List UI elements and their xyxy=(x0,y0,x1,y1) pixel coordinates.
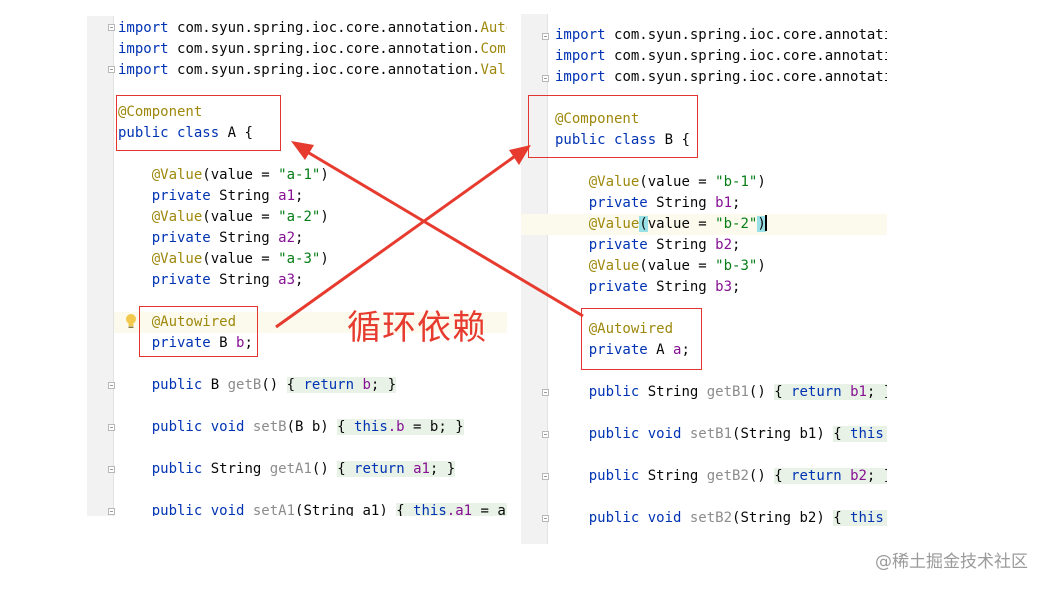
field-declaration: private String a1; xyxy=(151,188,304,204)
fold-marker-icon[interactable] xyxy=(542,389,549,396)
highlight-box-class-b xyxy=(528,95,698,158)
text-caret xyxy=(764,215,767,231)
fold-marker-icon[interactable] xyxy=(542,75,549,82)
field-declaration: private String b1; xyxy=(588,195,741,211)
import-line: import com.syun.spring.ioc.core.annotati… xyxy=(118,62,507,78)
arrow-b-to-a xyxy=(303,148,584,318)
class-annotation: @Component xyxy=(555,111,640,127)
class-declaration: public class B { xyxy=(555,132,690,148)
autowired-field: private B b; xyxy=(151,335,253,351)
highlight-box-autowired-b xyxy=(139,306,258,357)
value-annotation-line-active[interactable]: @Value(value = "b-2") xyxy=(588,215,767,232)
method-line: public void setB(B b) { this.b = b; } xyxy=(151,419,464,435)
fold-marker-icon[interactable] xyxy=(542,515,549,522)
field-declaration: private String b2; xyxy=(588,237,741,253)
fold-marker-icon[interactable] xyxy=(108,382,115,389)
fold-marker-icon[interactable] xyxy=(108,466,115,473)
circular-dependency-label: 循环依赖 xyxy=(347,308,487,348)
import-line: import com.syun.spring.ioc.core.annotati… xyxy=(555,27,887,43)
class-declaration: public class A { xyxy=(118,125,253,141)
value-annotation-line: @Value(value = "b-3") xyxy=(588,258,766,274)
watermark: @稀土掘金技术社区 xyxy=(875,552,1028,572)
fold-marker-icon[interactable] xyxy=(108,508,115,515)
value-annotation-line: @Value(value = "a-3") xyxy=(151,251,329,267)
arrowhead-icon xyxy=(291,141,314,160)
fold-marker-icon[interactable] xyxy=(542,33,549,40)
value-annotation-line: @Value(value = "a-2") xyxy=(151,209,329,225)
method-line: public void setB1(String b1) { this.b xyxy=(555,424,887,445)
fold-marker-icon[interactable] xyxy=(108,424,115,431)
lightbulb-icon[interactable] xyxy=(124,313,138,329)
field-declaration: private String b3; xyxy=(588,279,741,295)
arrowhead-icon xyxy=(509,145,531,165)
method-line: public String getB1() { return b1; } xyxy=(555,382,887,403)
field-declaration: private String a3; xyxy=(151,272,304,288)
current-line-highlight xyxy=(114,312,507,333)
fold-marker-icon[interactable] xyxy=(108,66,115,73)
value-annotation-line: @Value(value = "b-1") xyxy=(588,174,766,190)
field-declaration: private String a2; xyxy=(151,230,304,246)
editor-panel-class-a: import com.syun.spring.ioc.core.annotati… xyxy=(87,16,507,516)
editor-gutter xyxy=(521,14,547,544)
class-annotation: @Component xyxy=(118,104,203,120)
fold-marker-icon[interactable] xyxy=(542,431,549,438)
autowired-annotation: @Autowired xyxy=(588,321,674,337)
import-line: import com.syun.spring.ioc.core.annotati… xyxy=(555,48,887,64)
highlight-box-autowired-a xyxy=(581,308,702,370)
arrow-a-to-b xyxy=(275,152,519,329)
highlight-box-class-a xyxy=(116,95,281,151)
editor-panel-class-b: import com.syun.spring.ioc.core.annotati… xyxy=(521,14,887,544)
current-line-highlight xyxy=(521,214,887,235)
method-line: public String getB2() { return b2; } xyxy=(555,466,887,487)
method-line: public String getA1() { return a1; } xyxy=(151,461,456,477)
autowired-annotation: @Autowired xyxy=(151,314,237,330)
autowired-field: private A a; xyxy=(588,342,690,358)
method-line: public void setB2(String b2) { this.b xyxy=(555,508,887,529)
fold-marker-icon[interactable] xyxy=(108,24,115,31)
method-line: public B getB() { return b; } xyxy=(151,377,397,393)
import-line: import com.syun.spring.ioc.core.annotati… xyxy=(118,20,507,36)
method-line: public void setA1(String a1) { this.a1 =… xyxy=(118,501,507,516)
import-line: import com.syun.spring.ioc.core.annotati… xyxy=(555,69,887,85)
import-line: import com.syun.spring.ioc.core.annotati… xyxy=(118,41,507,57)
fold-marker-icon[interactable] xyxy=(542,473,549,480)
editor-gutter xyxy=(87,16,113,516)
value-annotation-line: @Value(value = "a-1") xyxy=(151,167,329,183)
